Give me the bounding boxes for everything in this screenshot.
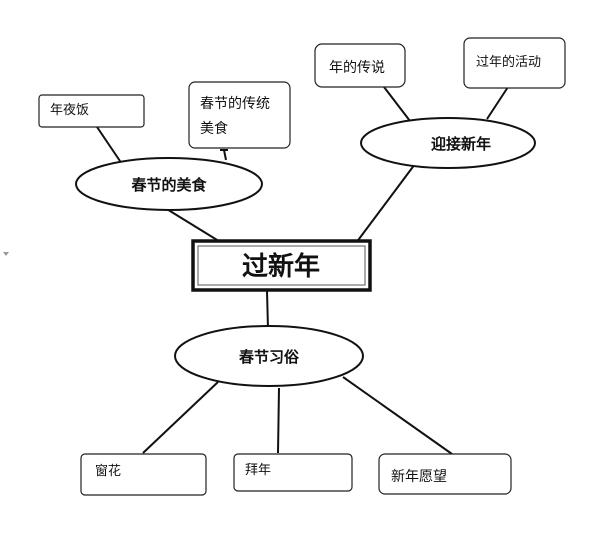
connector-food-traditional [223,149,227,161]
center-node: 过新年 [191,239,372,292]
branch-customs-label: 春节习俗 [239,348,300,366]
branch-customs: 春节习俗 [174,325,364,387]
connector-customs-paper [142,381,219,454]
leaf-activities: 过年的活动 [463,37,566,89]
leaf-activities-box [463,37,566,89]
leaf-activities-label: 过年的活动 [476,54,541,70]
branch-welcome-ellipse [360,117,536,169]
branch-customs-ellipse [174,325,364,387]
margin-marker [3,252,9,256]
leaf-greeting-box [233,453,353,492]
center-node-inner-frame [197,245,366,286]
leaf-traditional-food-label-line1: 春节的传统 [200,96,270,112]
connector-welcome-activities [486,86,509,120]
leaf-dinner-box [38,94,145,128]
connector-food-dinner [96,126,123,165]
branch-welcome-label: 迎接新年 [431,135,491,153]
leaf-traditional-food-box [188,81,291,149]
leaf-wishes-label: 新年愿望 [391,469,447,485]
leaf-wishes: 新年愿望 [378,453,512,495]
center-node-outer-frame [191,239,372,292]
connector-center-welcome [355,159,419,244]
center-node-label: 过新年 [242,251,320,282]
leaf-paper-cutting-label: 窗花 [95,463,121,479]
branch-food: 春节的美食 [75,157,263,211]
branch-welcome: 迎接新年 [360,117,536,169]
connector-welcome-legend [383,86,411,122]
leaf-traditional-food-label-line2: 美食 [200,120,228,137]
leaf-legend: 年的传说 [314,43,406,88]
leaf-dinner-label: 年夜饭 [50,103,89,118]
connector-center-customs [266,290,269,330]
leaf-dinner: 年夜饭 [38,94,145,128]
leaf-legend-box [314,43,406,88]
leaf-paper-cutting: 窗花 [80,453,207,496]
connector-customs-greeting [277,387,280,454]
leaf-paper-cutting-box [80,453,207,496]
leaf-greeting: 拜年 [233,453,353,492]
branch-food-ellipse [75,157,263,211]
branch-food-label: 春节的美食 [131,176,207,194]
leaf-wishes-box [378,453,512,495]
leaf-legend-label: 年的传说 [329,60,385,76]
leaf-traditional-food: 春节的传统 美食 [188,81,291,151]
leaf-greeting-label: 拜年 [245,463,271,478]
connector-customs-wishes [342,376,453,455]
